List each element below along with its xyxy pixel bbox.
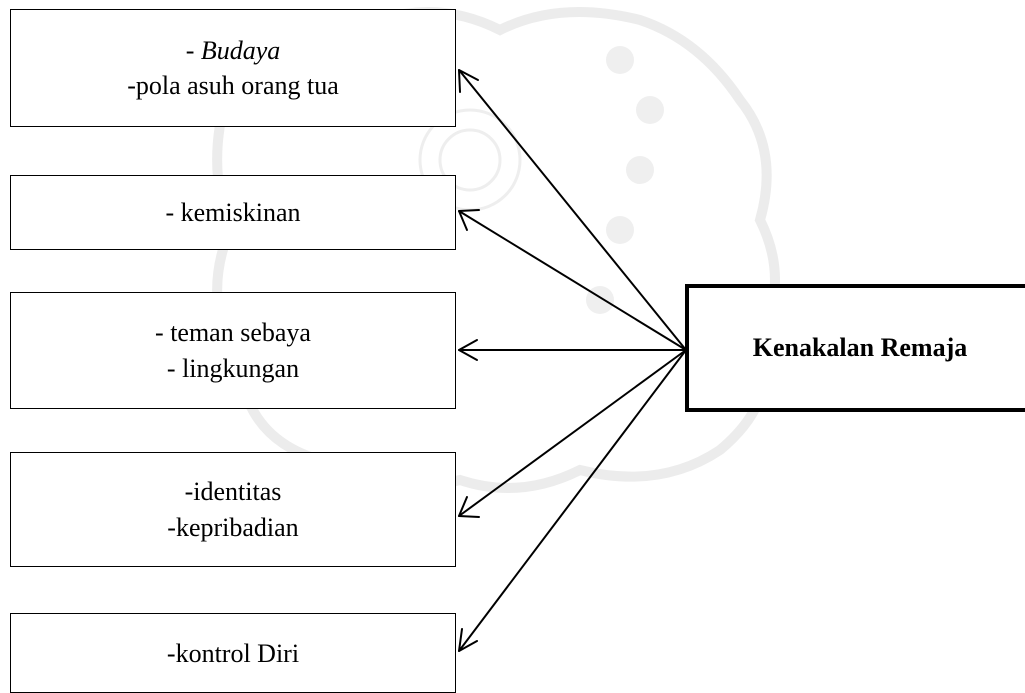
center-box-juvenile-delinquency: Kenakalan Remaja [685, 284, 1025, 412]
factor-5-line-1: -kontrol Diri [166, 639, 300, 668]
arrowhead-factor-1 [458, 69, 479, 93]
factor-box-culture-parenting: - Budaya -pola asuh orang tua [10, 9, 456, 127]
arrow-to-factor-5 [458, 349, 687, 652]
arrow-to-factor-1 [458, 69, 687, 351]
arrowhead-factor-3 [458, 339, 478, 361]
arrow-to-factor-2 [458, 210, 687, 351]
factor-1-line-1: - Budaya [186, 33, 281, 68]
factor-box-poverty: - kemiskinan [10, 175, 456, 250]
factor-3-line-1: - teman sebaya [155, 318, 311, 348]
arrowhead-factor-5 [458, 628, 478, 652]
factor-4-line-1: -identitas [184, 477, 282, 507]
factor-box-self-control: -kontrol Diri [10, 613, 456, 693]
factor-box-peers-environment: - teman sebaya - lingkungan [10, 292, 456, 409]
arrowhead-factor-4 [458, 496, 480, 518]
factor-2-line-1: - kemiskinan [165, 197, 301, 227]
arrowhead-factor-2 [458, 209, 480, 231]
center-box-label: Kenakalan Remaja [752, 333, 968, 363]
factor-4-line-2: -kepribadian [167, 512, 299, 542]
arrow-to-factor-4 [458, 349, 687, 517]
factor-3-line-2: - lingkungan [166, 353, 300, 383]
factor-1-line-2: -pola asuh orang tua [127, 71, 339, 100]
factor-box-identity-personality: -identitas -kepribadian [10, 452, 456, 567]
factor-1-line-1-emphasis: Budaya [200, 35, 281, 65]
factor-1-line-1-prefix: - [185, 35, 201, 65]
